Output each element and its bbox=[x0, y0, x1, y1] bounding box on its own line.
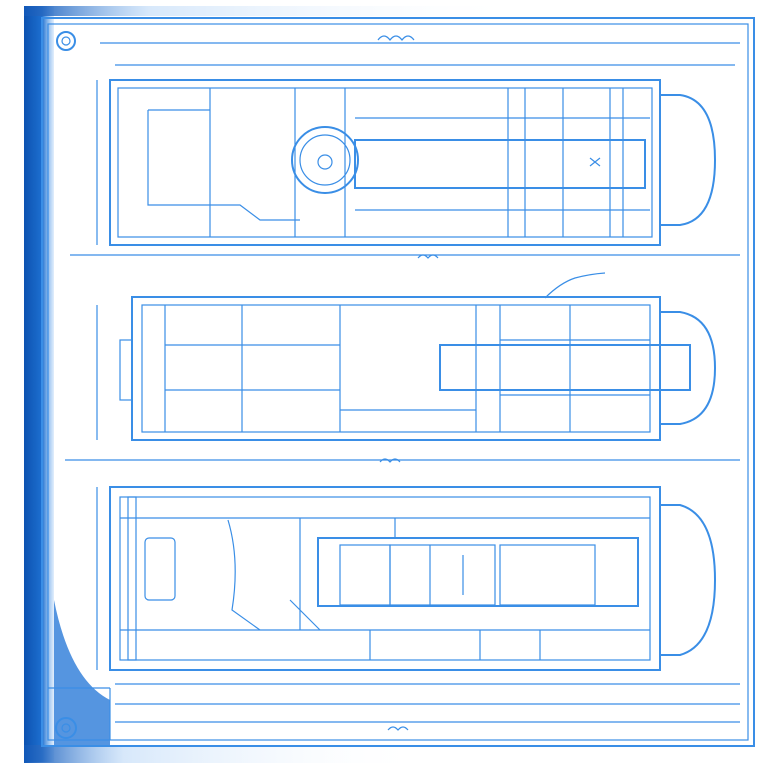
sheet-corner-smudge bbox=[54, 600, 110, 745]
seal-icon bbox=[55, 717, 77, 739]
floor-plan-1 bbox=[70, 79, 740, 259]
sheet-edge-band bbox=[24, 6, 54, 762]
sheet-border bbox=[41, 17, 755, 747]
floor-plan-2 bbox=[65, 272, 740, 463]
sheet-inner-border bbox=[47, 23, 749, 741]
sheet-bottom-edge bbox=[24, 745, 424, 763]
sheet-top-edge bbox=[24, 6, 524, 16]
annotation-mark bbox=[377, 35, 415, 41]
seal-icon bbox=[56, 31, 76, 51]
floor-plan-3 bbox=[96, 486, 740, 731]
